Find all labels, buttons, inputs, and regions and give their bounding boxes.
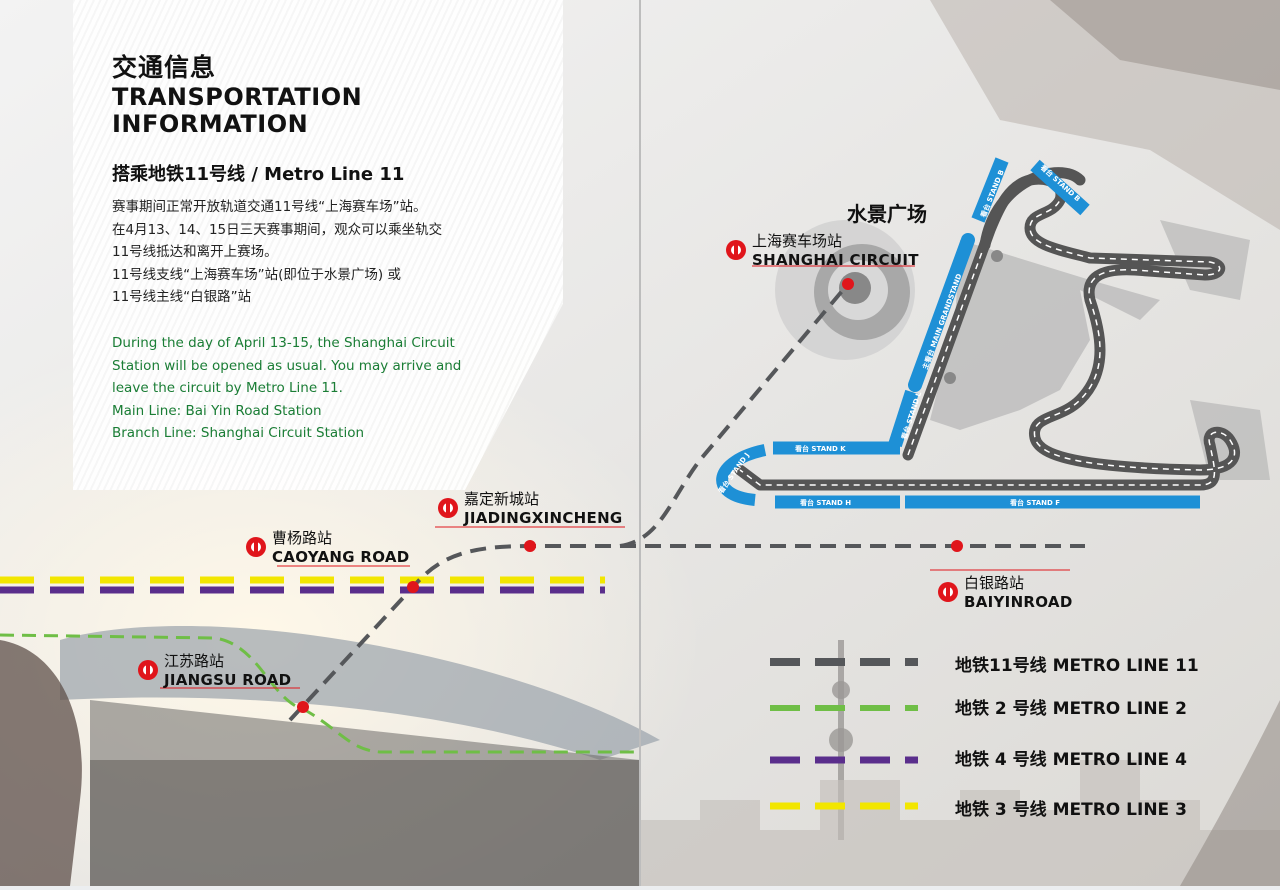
info-en-line: leave the circuit by Metro Line 11.	[112, 380, 343, 396]
metro-logo-icon	[726, 239, 746, 260]
station-caoyang-road[interactable]: 曹杨路站 CAOYANG ROAD	[246, 527, 410, 566]
station-jiangsu-road[interactable]: 江苏路站 JIANGSU ROAD	[138, 650, 291, 689]
station-dot-shanghai-circuit[interactable]	[842, 278, 854, 290]
stand-j	[716, 444, 767, 506]
station-name-cn: 白银路站	[964, 574, 1025, 592]
page-title-en: TRANSPORTATION INFORMATION	[112, 84, 362, 138]
info-cn-line: 11号线主线“白银路”站	[112, 289, 252, 305]
water-plaza-label: 水景广场	[847, 202, 927, 226]
track-marker	[944, 372, 956, 384]
metro-logo-icon	[438, 497, 458, 518]
station-dot-jiadingxincheng[interactable]	[524, 540, 536, 552]
info-text-en: During the day of April 13-15, the Shang…	[112, 332, 512, 445]
station-dot-baiyinroad[interactable]	[951, 540, 963, 552]
station-dot-jiangsu-road[interactable]	[297, 701, 309, 713]
station-shanghai-circuit[interactable]: 上海赛车场站 SHANGHAI CIRCUIT	[726, 230, 919, 269]
page-title-cn: 交通信息	[112, 53, 217, 82]
station-name-en: SHANGHAI CIRCUIT	[752, 251, 919, 269]
page-fold-divider	[639, 0, 641, 886]
station-baiyinroad[interactable]: 白银路站 BAIYINROAD	[938, 572, 1073, 611]
circuit-track-top-loop	[979, 167, 1086, 251]
metro-logo-icon	[938, 581, 958, 602]
metro-logo-icon	[138, 659, 158, 680]
legend-label-line-4: 地铁 4 号线 METRO LINE 4	[955, 750, 1187, 770]
info-cn-line: 11号线支线“上海赛车场”站(即位于水景广场) 或	[112, 266, 401, 283]
info-cn-line: 11号线抵达和离开上赛场。	[112, 244, 278, 260]
info-en-line: Main Line: Bai Yin Road Station	[112, 402, 322, 419]
info-en-line: Station will be opened as usual. You may…	[112, 357, 462, 374]
info-cn-line: 在4月13、14、15日三天赛事期间，观众可以乘坐轨交	[112, 221, 443, 238]
station-jiadingxincheng[interactable]: 嘉定新城站 JIADINGXINCHENG	[438, 488, 623, 527]
stand-h-label: 看台 STAND H	[800, 498, 851, 507]
station-dot-caoyang-road[interactable]	[407, 581, 419, 593]
station-name-en: JIADINGXINCHENG	[464, 509, 623, 527]
legend-label-line-2: 地铁 2 号线 METRO LINE 2	[955, 699, 1187, 719]
station-name-cn: 嘉定新城站	[464, 490, 540, 508]
station-name-cn: 曹杨路站	[272, 529, 333, 547]
page-title-en-line1: TRANSPORTATION	[112, 83, 363, 111]
stand-main-grandstand	[908, 233, 975, 392]
legend-label-line-11: 地铁11号线 METRO LINE 11	[955, 656, 1199, 676]
station-name-cn: 江苏路站	[164, 652, 225, 670]
track-marker	[991, 250, 1003, 262]
info-text-cn: 赛事期间正常开放轨道交通11号线“上海赛车场”站。 在4月13、14、15日三天…	[112, 196, 512, 309]
info-panel	[73, 0, 563, 490]
circuit-infield	[930, 240, 1160, 430]
page-title-en-line2: INFORMATION	[112, 110, 309, 138]
stand-l	[888, 389, 919, 448]
info-cn-line: 赛事期间正常开放轨道交通11号线“上海赛车场”站。	[112, 199, 427, 215]
water-plaza-graphic	[775, 220, 915, 360]
info-en-line: Branch Line: Shanghai Circuit Station	[112, 425, 365, 441]
info-en-line: During the day of April 13-15, the Shang…	[112, 335, 455, 351]
station-name-en: JIANGSU ROAD	[164, 671, 292, 689]
circuit-track-centerline	[739, 178, 1236, 486]
stand-f-label: 看台 STAND F	[1010, 498, 1060, 507]
stand-b-left	[971, 157, 1009, 223]
metro-line-11	[288, 282, 850, 722]
stand-k-label: 看台 STAND K	[795, 444, 846, 453]
grandstands	[716, 157, 1200, 509]
section-subtitle: 搭乘地铁11号线 / Metro Line 11	[112, 164, 405, 185]
station-name-en: CAOYANG ROAD	[272, 548, 410, 566]
stand-b-right	[1030, 159, 1090, 216]
legend-label-line-3: 地铁 3 号线 METRO LINE 3	[955, 800, 1187, 820]
station-name-cn: 上海赛车场站	[752, 232, 843, 250]
metro-line-2	[0, 633, 640, 754]
station-name-en: BAIYINROAD	[964, 593, 1073, 611]
metro-logo-icon	[246, 536, 266, 557]
